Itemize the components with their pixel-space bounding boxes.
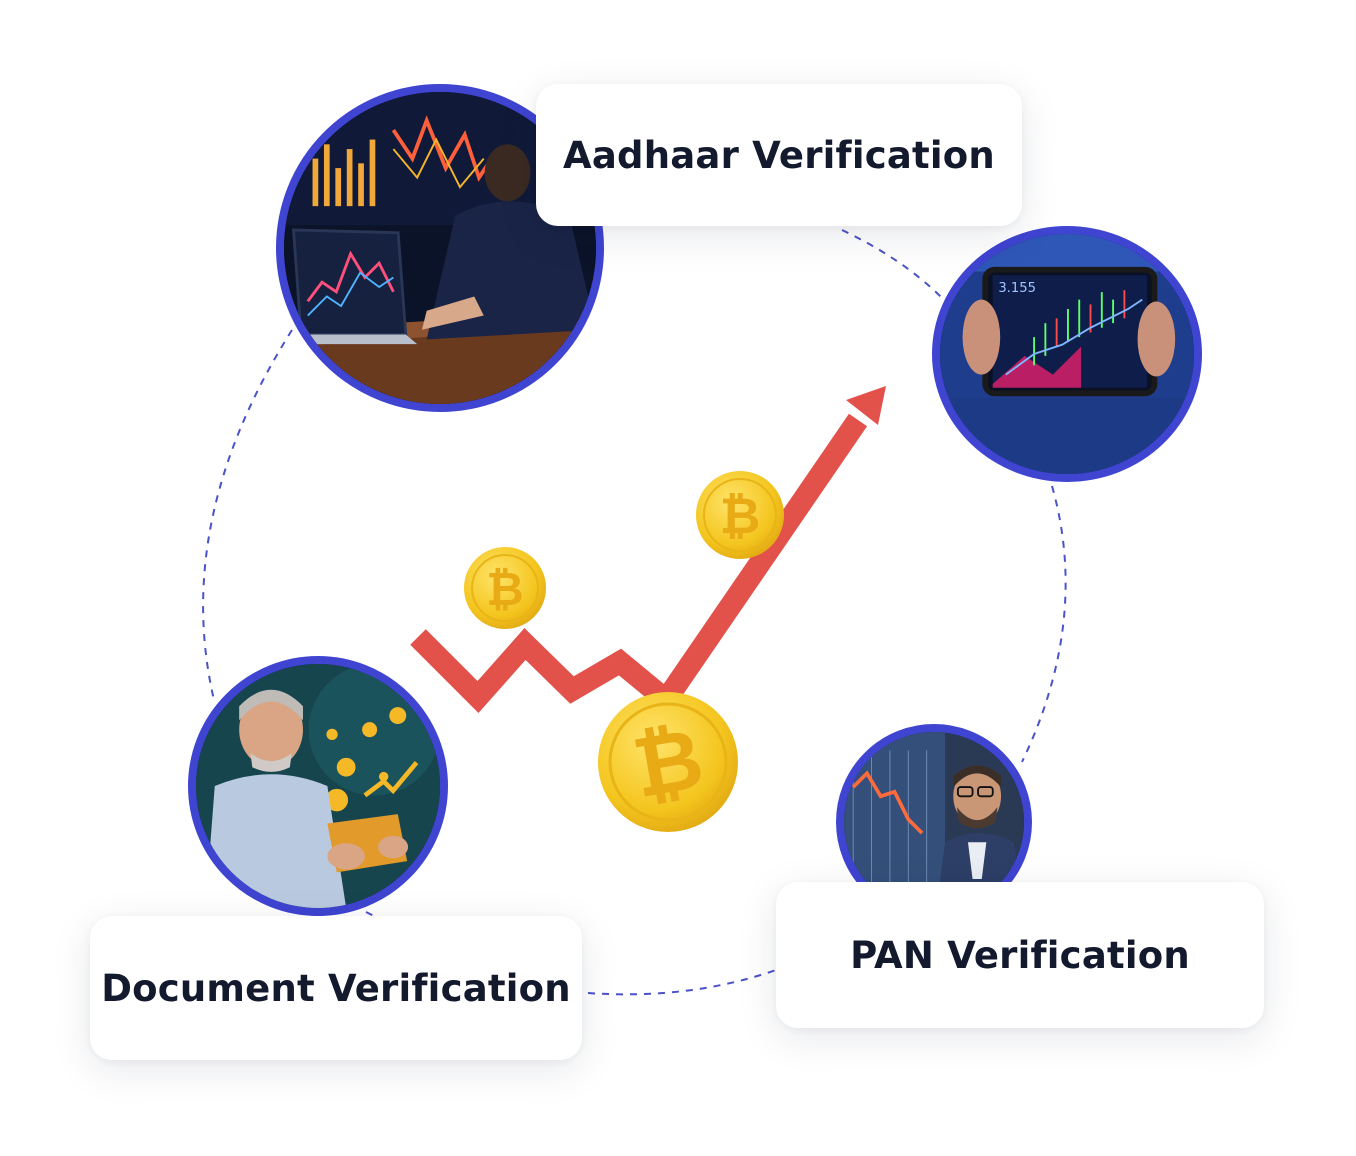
photo-man-with-tablet [188, 656, 448, 916]
orbit-top-arc [841, 229, 945, 301]
svg-text:₿: ₿ [626, 709, 710, 817]
bitcoin-coin-icon-large: ₿ [598, 692, 738, 832]
bitcoin-coin-icon-medium: ₿ [696, 471, 784, 559]
document-verification-card[interactable]: Document Verification [90, 916, 582, 1060]
svg-text:₿: ₿ [720, 487, 761, 545]
aadhaar-verification-card[interactable]: Aadhaar Verification [536, 84, 1022, 226]
orbit-doc-link [365, 911, 379, 919]
photo-tablet-chart: 3.155 [932, 226, 1202, 482]
orbit-left-arc [202, 329, 293, 701]
bitcoin-coin-icon-small: ₿ [464, 547, 546, 629]
document-verification-label: Document Verification [101, 966, 571, 1010]
svg-text:₿: ₿ [486, 562, 524, 616]
orbit-bottom-arc [587, 969, 777, 996]
pan-verification-card[interactable]: PAN Verification [776, 882, 1264, 1028]
aadhaar-verification-label: Aadhaar Verification [563, 133, 995, 177]
pan-verification-label: PAN Verification [850, 933, 1190, 977]
svg-text:3.155: 3.155 [998, 281, 1036, 296]
orbit-right-arc [1021, 485, 1067, 763]
